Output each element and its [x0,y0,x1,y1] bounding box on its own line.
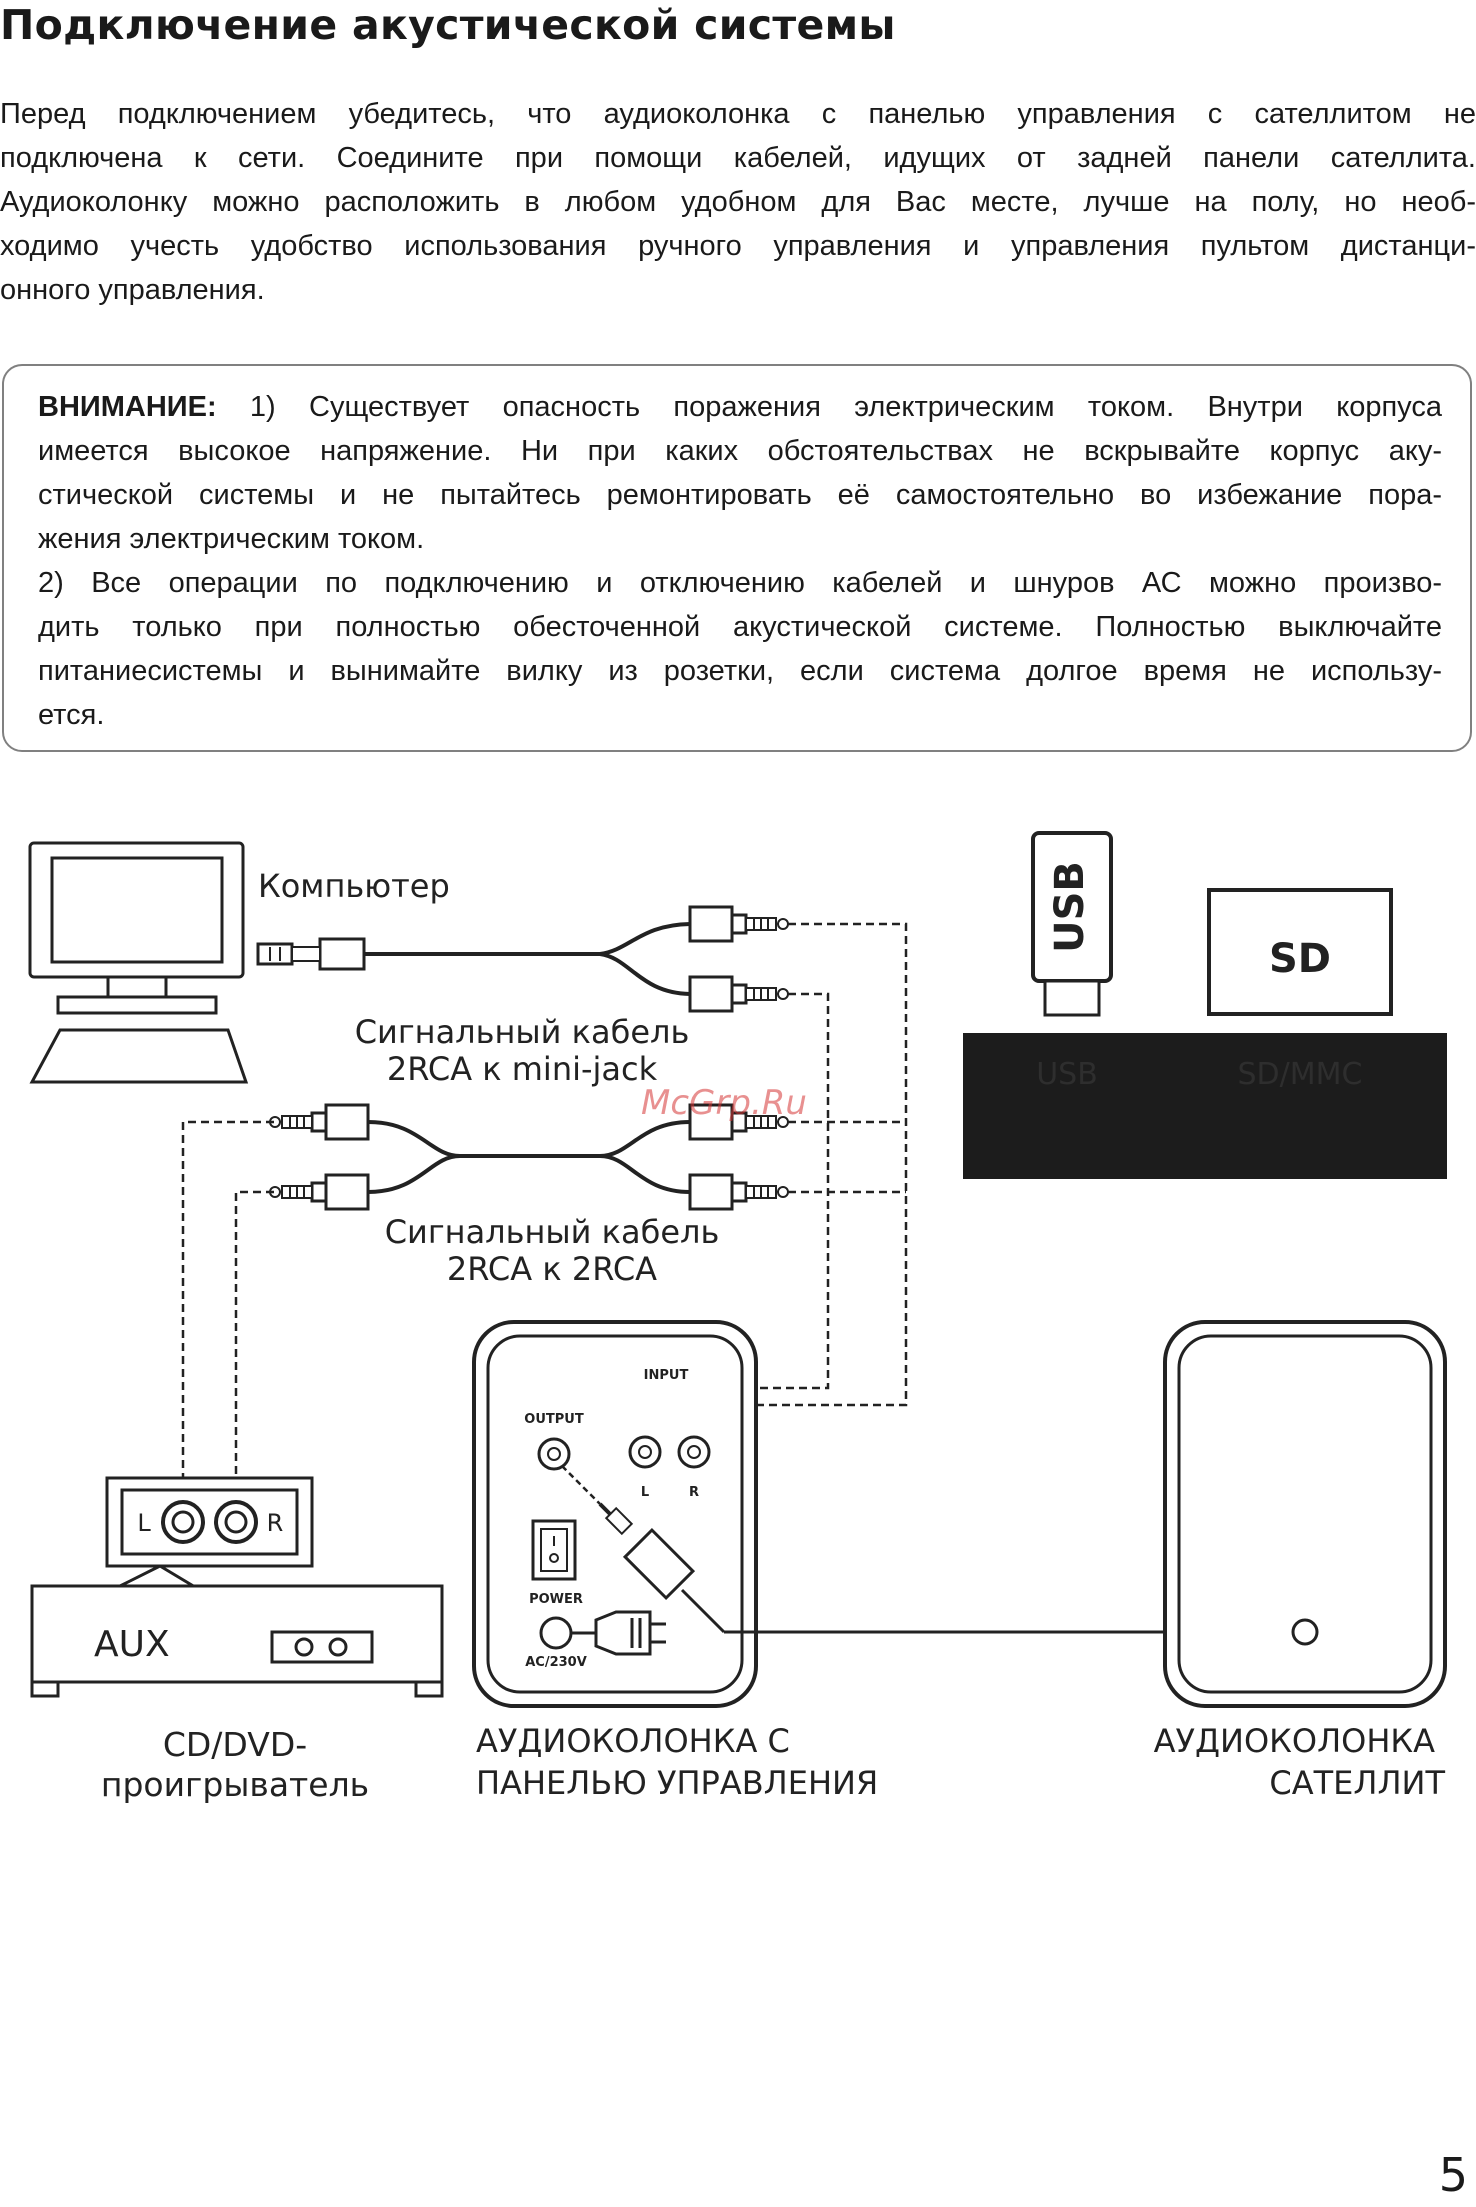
slot-usb-label: USB [1036,1057,1098,1092]
warning-line: 2) Все операции по подключению и отключе… [38,567,1442,599]
warning-line: жения электрическим током. [38,523,425,555]
cable2-label-line1: Сигнальный кабель [385,1213,720,1251]
satellite-input-jack [1291,1618,1319,1646]
main-speaker-label-line1: АУДИОКОЛОНКА С [476,1722,790,1760]
power-plug-icon [571,1610,666,1656]
warning-line: ВНИМАНИЕ: 1) Существует опасность пораже… [38,391,1442,423]
minijack-ring [256,942,294,966]
intro-line: ходимо учесть удобство использования руч… [0,230,1476,262]
warning-line: стической системы и не пытайтесь ремонти… [38,479,1442,511]
warning-box: ВНИМАНИЕ: 1) Существует опасность пораже… [2,364,1472,752]
page-number: 5 [1438,2148,1468,2202]
cable-rca-to-rca [268,1103,790,1211]
panel-input-label: INPUT [644,1368,689,1383]
ac-socket [539,1616,573,1650]
main-speaker-icon: INPUT OUTPUT L R POWER AC/230V [472,1320,1305,1708]
warning-label: ВНИМАНИЕ: [38,391,217,423]
usb-stick-label: USB [1047,861,1093,953]
satellite-label-line2: САТЕЛЛИТ [1269,1764,1445,1802]
panel-l-label: L [641,1485,649,1500]
computer-label: Компьютер [258,867,450,905]
intro-line: онного управления. [0,274,265,306]
usb-stick-icon: USB [1031,831,1113,1017]
main-speaker-label-line2: ПАНЕЛЬЮ УПРАВЛЕНИЯ [476,1764,878,1802]
cable-rca-to-minijack [256,905,790,1013]
media-slot-panel: USB SD/MMC [963,1033,1447,1179]
panel-r-label: R [689,1485,699,1500]
cd-dvd-player-icon: L R AUX [30,1476,444,1698]
player-l-label: L [137,1509,151,1537]
warning-line: дить только при полностью обесточенной а… [38,611,1442,643]
warning-line: имеется высокое напряжение. Ни при каких… [38,435,1442,467]
satellite-speaker-icon [1163,1320,1447,1708]
warning-line: ется. [38,699,105,731]
player-aux-label: AUX [94,1624,170,1665]
player-r-label: R [267,1509,284,1537]
panel-output-label: OUTPUT [524,1412,584,1427]
player-label-line2: проигрыватель [101,1765,369,1804]
slot-sd-label: SD/MMC [1238,1057,1363,1092]
player-label-line1: CD/DVD- [163,1725,307,1764]
page-title: Подключение акустической системы [0,1,896,49]
computer-icon [28,841,249,1084]
sd-card-icon: SD [1207,888,1393,1016]
cable2-label-line2: 2RCA к 2RCA [447,1250,657,1288]
intro-line: Аудиоколонку можно расположить в любом у… [0,186,1476,218]
watermark: McGrp.Ru [641,1083,807,1123]
warning-line: питаниесистемы и вынимайте вилку из розе… [38,655,1442,687]
intro-line: Перед подключением убедитесь, что аудиок… [0,98,1476,130]
connection-diagram: Компьютер Сигнальный кабель 2RCA к mini-… [28,831,1447,1804]
intro-line: подключена к сети. Соедините при помощи … [0,142,1476,174]
cable1-label-line2: 2RCA к mini-jack [387,1050,658,1088]
panel-ac-label: AC/230V [525,1655,587,1670]
cable1-label-line1: Сигнальный кабель [355,1013,690,1051]
satellite-label-line1: АУДИОКОЛОНКА [1154,1722,1435,1760]
sd-card-label: SD [1269,936,1331,982]
panel-power-label: POWER [529,1592,583,1607]
